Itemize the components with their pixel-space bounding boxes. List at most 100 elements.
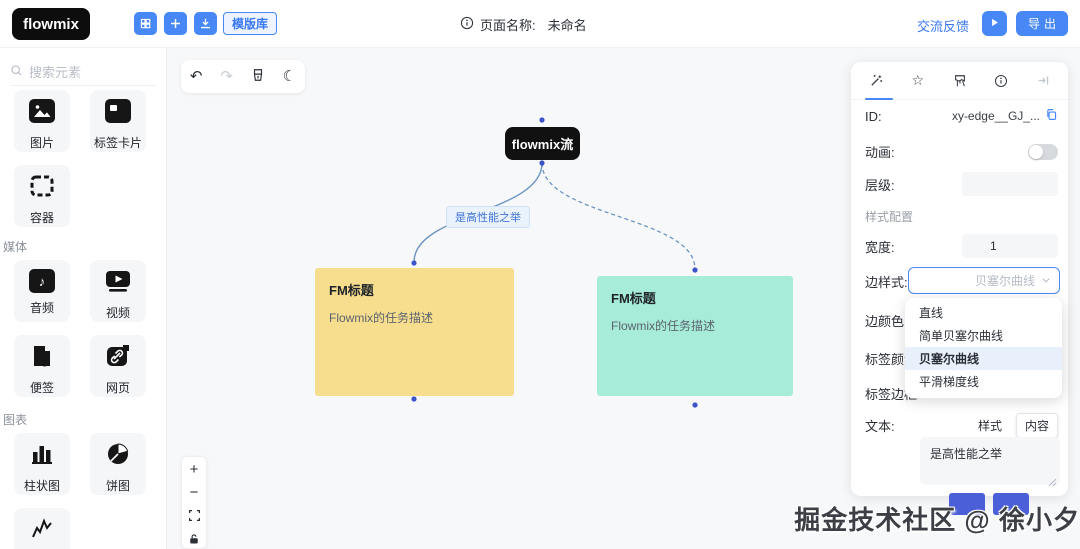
panel-action-button[interactable] bbox=[993, 493, 1029, 515]
card-title: FM标题 bbox=[611, 291, 656, 306]
edge-style-row: 边样式: bbox=[865, 272, 1058, 291]
sidebar-item-label: 音频 bbox=[29, 301, 54, 315]
panel-action-button[interactable] bbox=[949, 493, 985, 515]
style-section-row: 样式配置 bbox=[865, 208, 1058, 225]
copy-icon[interactable] bbox=[1045, 108, 1058, 124]
download-icon bbox=[199, 17, 212, 30]
sidebar-item-bar-chart[interactable]: 柱状图 bbox=[14, 433, 70, 495]
connection-handle[interactable] bbox=[539, 160, 545, 166]
connection-handle[interactable] bbox=[411, 396, 417, 402]
search-bar bbox=[10, 60, 156, 86]
text-row: 文本: 样式 内容 bbox=[865, 413, 1058, 438]
sidebar-item-label: 标签卡片 bbox=[93, 136, 142, 150]
edge-label[interactable]: 是高性能之举 bbox=[446, 206, 530, 228]
page-title: 页面名称: 未命名 bbox=[460, 15, 587, 34]
sidebar-item-container[interactable]: 容器 bbox=[14, 165, 70, 227]
active-tab-underline bbox=[865, 98, 893, 100]
zoom-controls: + − bbox=[181, 456, 207, 549]
group-title-media: 媒体 bbox=[3, 240, 28, 254]
import-button[interactable] bbox=[194, 12, 217, 35]
add-element-button[interactable] bbox=[164, 12, 187, 35]
label-border-label: 标签边框 bbox=[865, 387, 918, 402]
card-description: Flowmix的任务描述 bbox=[329, 311, 433, 325]
sidebar-item-webpage[interactable]: 网页 bbox=[90, 335, 146, 397]
dropdown-option-straight[interactable]: 直线 bbox=[919, 306, 944, 320]
export-button[interactable]: 导出 bbox=[1016, 11, 1068, 36]
star-icon[interactable]: ☆ bbox=[911, 72, 925, 88]
layer-input[interactable] bbox=[962, 172, 1058, 196]
sidebar-item-label: 视频 bbox=[105, 306, 130, 320]
connection-handle[interactable] bbox=[411, 260, 417, 266]
template-library-button[interactable]: 模版库 bbox=[223, 12, 278, 35]
undo-icon[interactable]: ↶ bbox=[189, 68, 203, 85]
label-color-label: 标签颜色 bbox=[865, 352, 918, 367]
width-input[interactable] bbox=[962, 234, 1058, 258]
brush-icon[interactable] bbox=[251, 68, 265, 85]
watermark: 掘金技术社区 @ 徐小夕 bbox=[794, 505, 1080, 535]
info-circle-icon[interactable] bbox=[990, 70, 1012, 92]
text-style-tab[interactable]: 样式 bbox=[977, 419, 1002, 433]
width-row: 宽度: bbox=[865, 234, 1058, 258]
sidebar-item-audio[interactable]: ♪ 音频 bbox=[14, 260, 70, 322]
property-panel: ☆ ID: xy-edge__GJ_... 动画: bbox=[851, 62, 1068, 496]
template-library-label: 模版库 bbox=[232, 17, 269, 31]
sticky-note-icon bbox=[29, 344, 55, 373]
animation-toggle[interactable] bbox=[1028, 143, 1058, 160]
search-icon bbox=[10, 64, 23, 82]
edge-color-label: 边颜色: bbox=[865, 314, 908, 329]
edge-style-select[interactable]: 贝塞尔曲线 bbox=[908, 267, 1060, 294]
zoom-out-icon[interactable]: − bbox=[189, 484, 199, 501]
fit-view-icon[interactable] bbox=[184, 506, 204, 525]
dropdown-option-simple-bezier[interactable]: 简单贝塞尔曲线 bbox=[919, 329, 1004, 343]
collapse-panel-icon[interactable] bbox=[1032, 70, 1054, 92]
sidebar-item-line-chart[interactable] bbox=[14, 508, 70, 549]
flag-icon[interactable] bbox=[949, 70, 971, 92]
edge-text-input[interactable]: 是高性能之举 bbox=[920, 437, 1060, 485]
bar-chart-icon bbox=[29, 442, 55, 471]
wand-icon[interactable] bbox=[865, 70, 887, 92]
sidebar-item-label: 图片 bbox=[29, 136, 54, 150]
search-input[interactable] bbox=[29, 65, 139, 80]
container-icon bbox=[29, 174, 55, 203]
edge-style-value: 贝塞尔曲线 bbox=[974, 274, 1035, 288]
plus-icon bbox=[169, 17, 182, 30]
info-icon bbox=[460, 16, 474, 33]
connection-handle[interactable] bbox=[539, 117, 545, 123]
canvas-toolbar: ↶ ↷ ☾ bbox=[181, 60, 305, 93]
grid-icon bbox=[139, 17, 152, 30]
edge-style-label: 边样式: bbox=[865, 275, 908, 290]
layout-grid-button[interactable] bbox=[134, 12, 157, 35]
feedback-link[interactable]: 交流反馈 bbox=[917, 19, 970, 34]
text-content-tab[interactable]: 内容 bbox=[1015, 413, 1058, 438]
lock-icon[interactable] bbox=[184, 529, 204, 548]
id-row: ID: xy-edge__GJ_... bbox=[865, 108, 1058, 124]
edge-style-dropdown: 直线 简单贝塞尔曲线 贝塞尔曲线 平滑梯度线 bbox=[905, 298, 1062, 398]
preview-button[interactable] bbox=[982, 11, 1007, 36]
sidebar-item-label: 柱状图 bbox=[23, 479, 60, 493]
redo-icon[interactable]: ↷ bbox=[220, 68, 233, 85]
sidebar-item-label: 容器 bbox=[29, 211, 54, 225]
sidebar-item-video[interactable]: 视频 bbox=[90, 260, 146, 322]
sidebar-item-label: 饼图 bbox=[105, 479, 130, 493]
sidebar-item-sticky-note[interactable]: 便签 bbox=[14, 335, 70, 397]
edge-bezier-dashed[interactable] bbox=[541, 162, 696, 270]
sidebar-item-pie-chart[interactable]: 饼图 bbox=[90, 433, 146, 495]
play-icon bbox=[989, 15, 1000, 33]
task-card-yellow[interactable]: FM标题 Flowmix的任务描述 bbox=[315, 268, 514, 396]
moon-icon[interactable]: ☾ bbox=[282, 68, 297, 85]
task-card-teal[interactable]: FM标题 Flowmix的任务描述 bbox=[597, 276, 793, 396]
flow-node[interactable]: flowmix流 bbox=[505, 127, 580, 160]
sidebar-item-label: 网页 bbox=[105, 381, 130, 395]
animation-label: 动画: bbox=[865, 145, 895, 160]
connection-handle[interactable] bbox=[692, 267, 698, 273]
connection-handle[interactable] bbox=[692, 402, 698, 408]
zoom-in-icon[interactable]: + bbox=[189, 461, 199, 478]
layer-label: 层级: bbox=[865, 177, 895, 193]
dropdown-option-bezier[interactable]: 贝塞尔曲线 bbox=[905, 347, 1062, 370]
id-label: ID: bbox=[865, 108, 882, 124]
sidebar-item-image[interactable]: 图片 bbox=[14, 90, 70, 152]
page-name-value[interactable]: 未命名 bbox=[547, 18, 587, 33]
sidebar-item-label-card[interactable]: 标签卡片 bbox=[90, 90, 146, 152]
dropdown-option-smoothstep[interactable]: 平滑梯度线 bbox=[919, 375, 980, 389]
